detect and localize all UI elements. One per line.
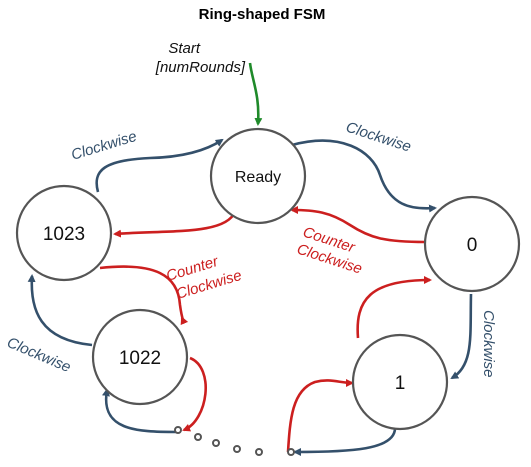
state-1022-label: 1022 <box>119 348 161 369</box>
ellipsis-dots <box>174 426 295 456</box>
arrow-1023-to-ready <box>95 138 224 193</box>
state-ready: Ready <box>209 127 307 225</box>
arrow-1022-to-1023 <box>27 274 93 347</box>
state-ready-label: Ready <box>235 169 281 186</box>
arrow-1-to-0 <box>356 276 432 339</box>
state-1023: 1023 <box>15 184 113 282</box>
state-1: 1 <box>351 333 449 431</box>
diagram-title: Ring-shaped FSM <box>199 6 326 23</box>
start-param-label: [numRounds] <box>155 59 246 76</box>
state-0-label: 0 <box>467 235 478 256</box>
arrow-ready-to-1023 <box>113 211 237 238</box>
arrow-ready-to-0 <box>291 139 437 213</box>
label-clockwise-right: Clockwise <box>480 310 497 378</box>
arrow-dots-to-1022 <box>102 388 179 434</box>
start-arrow <box>248 62 263 126</box>
arrow-1022-to-dots <box>182 356 207 432</box>
state-1022: 1022 <box>91 308 189 406</box>
label-clockwise-left: Clockwise <box>4 334 73 376</box>
label-clockwise-top-left: Clockwise <box>69 128 139 164</box>
label-clockwise-top-right: Clockwise <box>344 119 413 156</box>
state-0: 0 <box>423 195 521 293</box>
arrow-1-to-dots <box>293 427 397 456</box>
state-1023-label: 1023 <box>43 224 85 245</box>
arrow-0-to-ready <box>290 206 426 244</box>
state-1-label: 1 <box>395 373 406 394</box>
arrow-1023-to-1022 <box>99 265 189 326</box>
arrow-0-to-1 <box>450 293 473 380</box>
arrow-dots-to-1 <box>286 378 354 453</box>
start-label: Start <box>168 40 201 57</box>
